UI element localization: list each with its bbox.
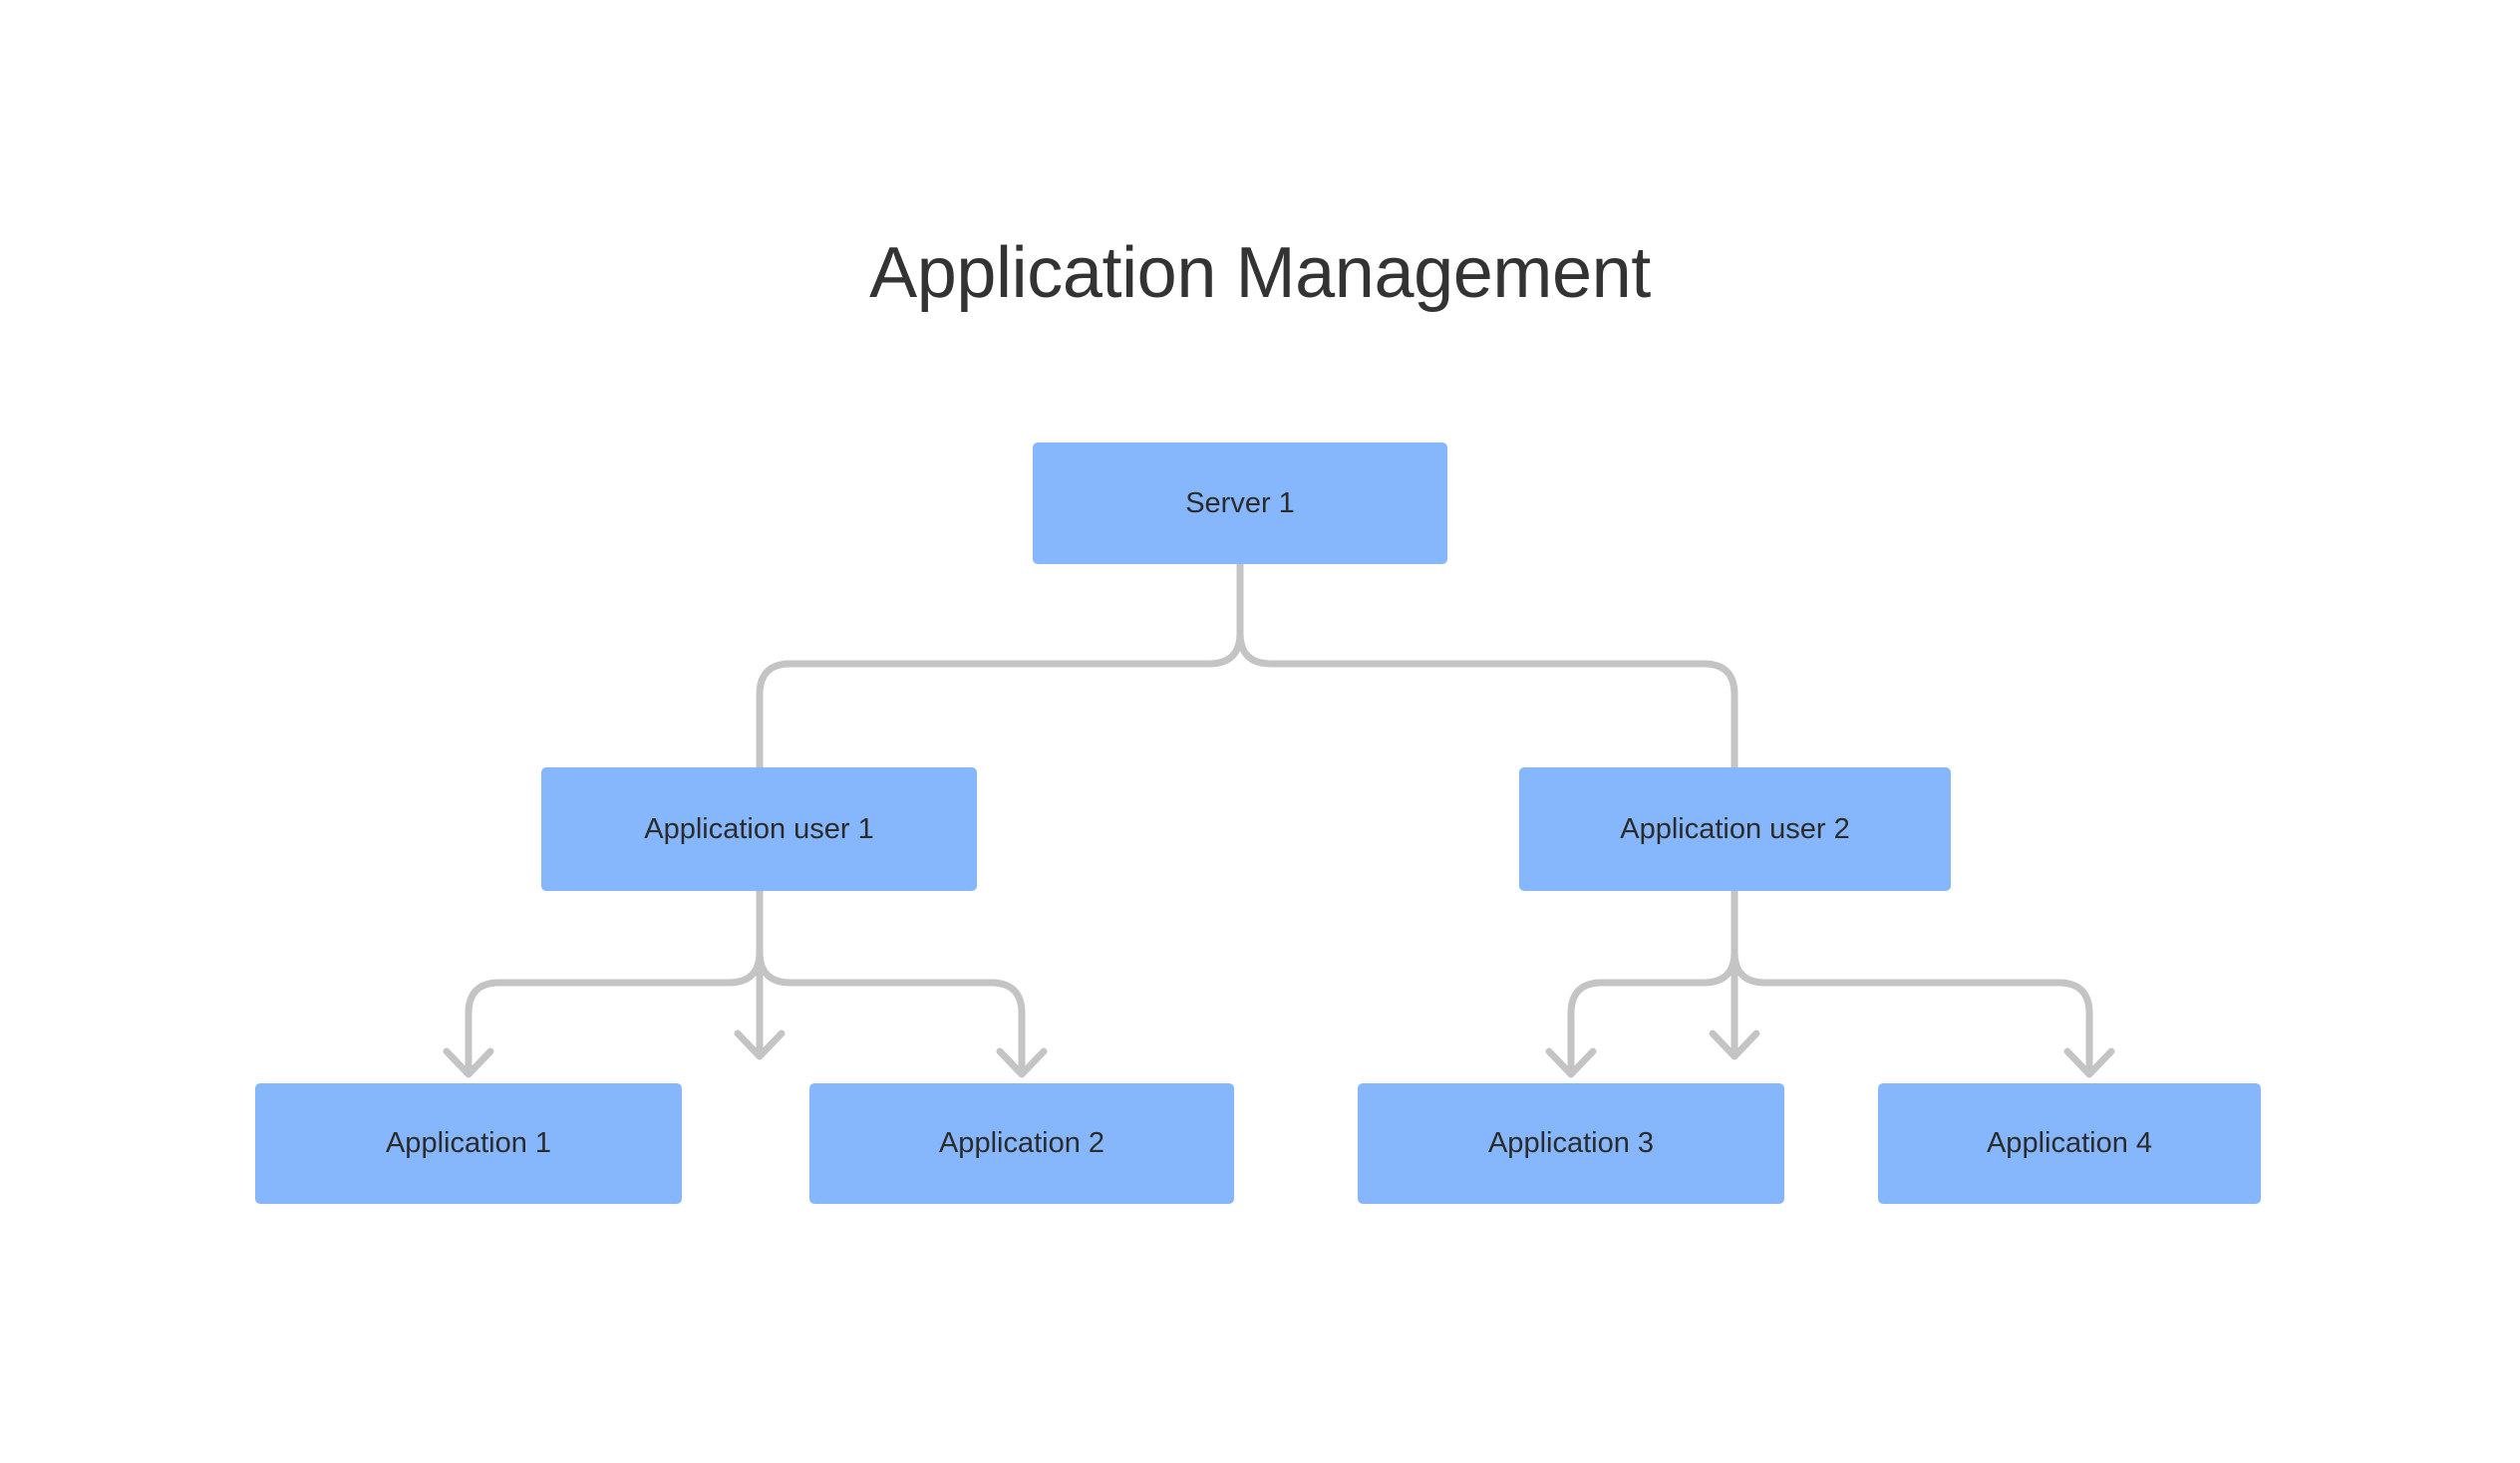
page-title: Application Management [869,233,1651,313]
arrowhead-application-2 [996,1047,1048,1078]
node-application-user-2[interactable]: Application user 2 [1519,767,1951,891]
node-label: Application user 1 [644,812,874,845]
edge-application-user-1-to-application-2 [756,887,1026,1072]
node-label: Application 4 [1986,1127,2153,1160]
node-application-3[interactable]: Application 3 [1358,1083,1784,1204]
edge-application-user-1-to-application-1 [465,887,764,1072]
node-label: Application 2 [938,1127,1105,1160]
node-label: Application 1 [385,1127,552,1160]
edge-application-user-2-to-application-4 [1731,887,2093,1072]
arrowhead-application-user-1 [734,1029,786,1060]
edge-application-user-2-to-application-3 [1567,887,1738,1072]
node-label: Application user 2 [1620,812,1850,845]
arrowhead-application-user-2 [1709,1029,1760,1060]
arrowhead-application-3 [1545,1047,1597,1078]
node-label: Server 1 [1185,486,1295,519]
node-application-4[interactable]: Application 4 [1878,1083,2261,1204]
node-application-2[interactable]: Application 2 [809,1083,1234,1204]
node-application-1[interactable]: Application 1 [255,1083,682,1204]
node-label: Application 3 [1487,1127,1655,1160]
node-server-1[interactable]: Server 1 [1033,442,1447,564]
arrowhead-application-1 [443,1047,494,1078]
arrowhead-application-4 [2063,1047,2115,1078]
node-application-user-1[interactable]: Application user 1 [541,767,977,891]
